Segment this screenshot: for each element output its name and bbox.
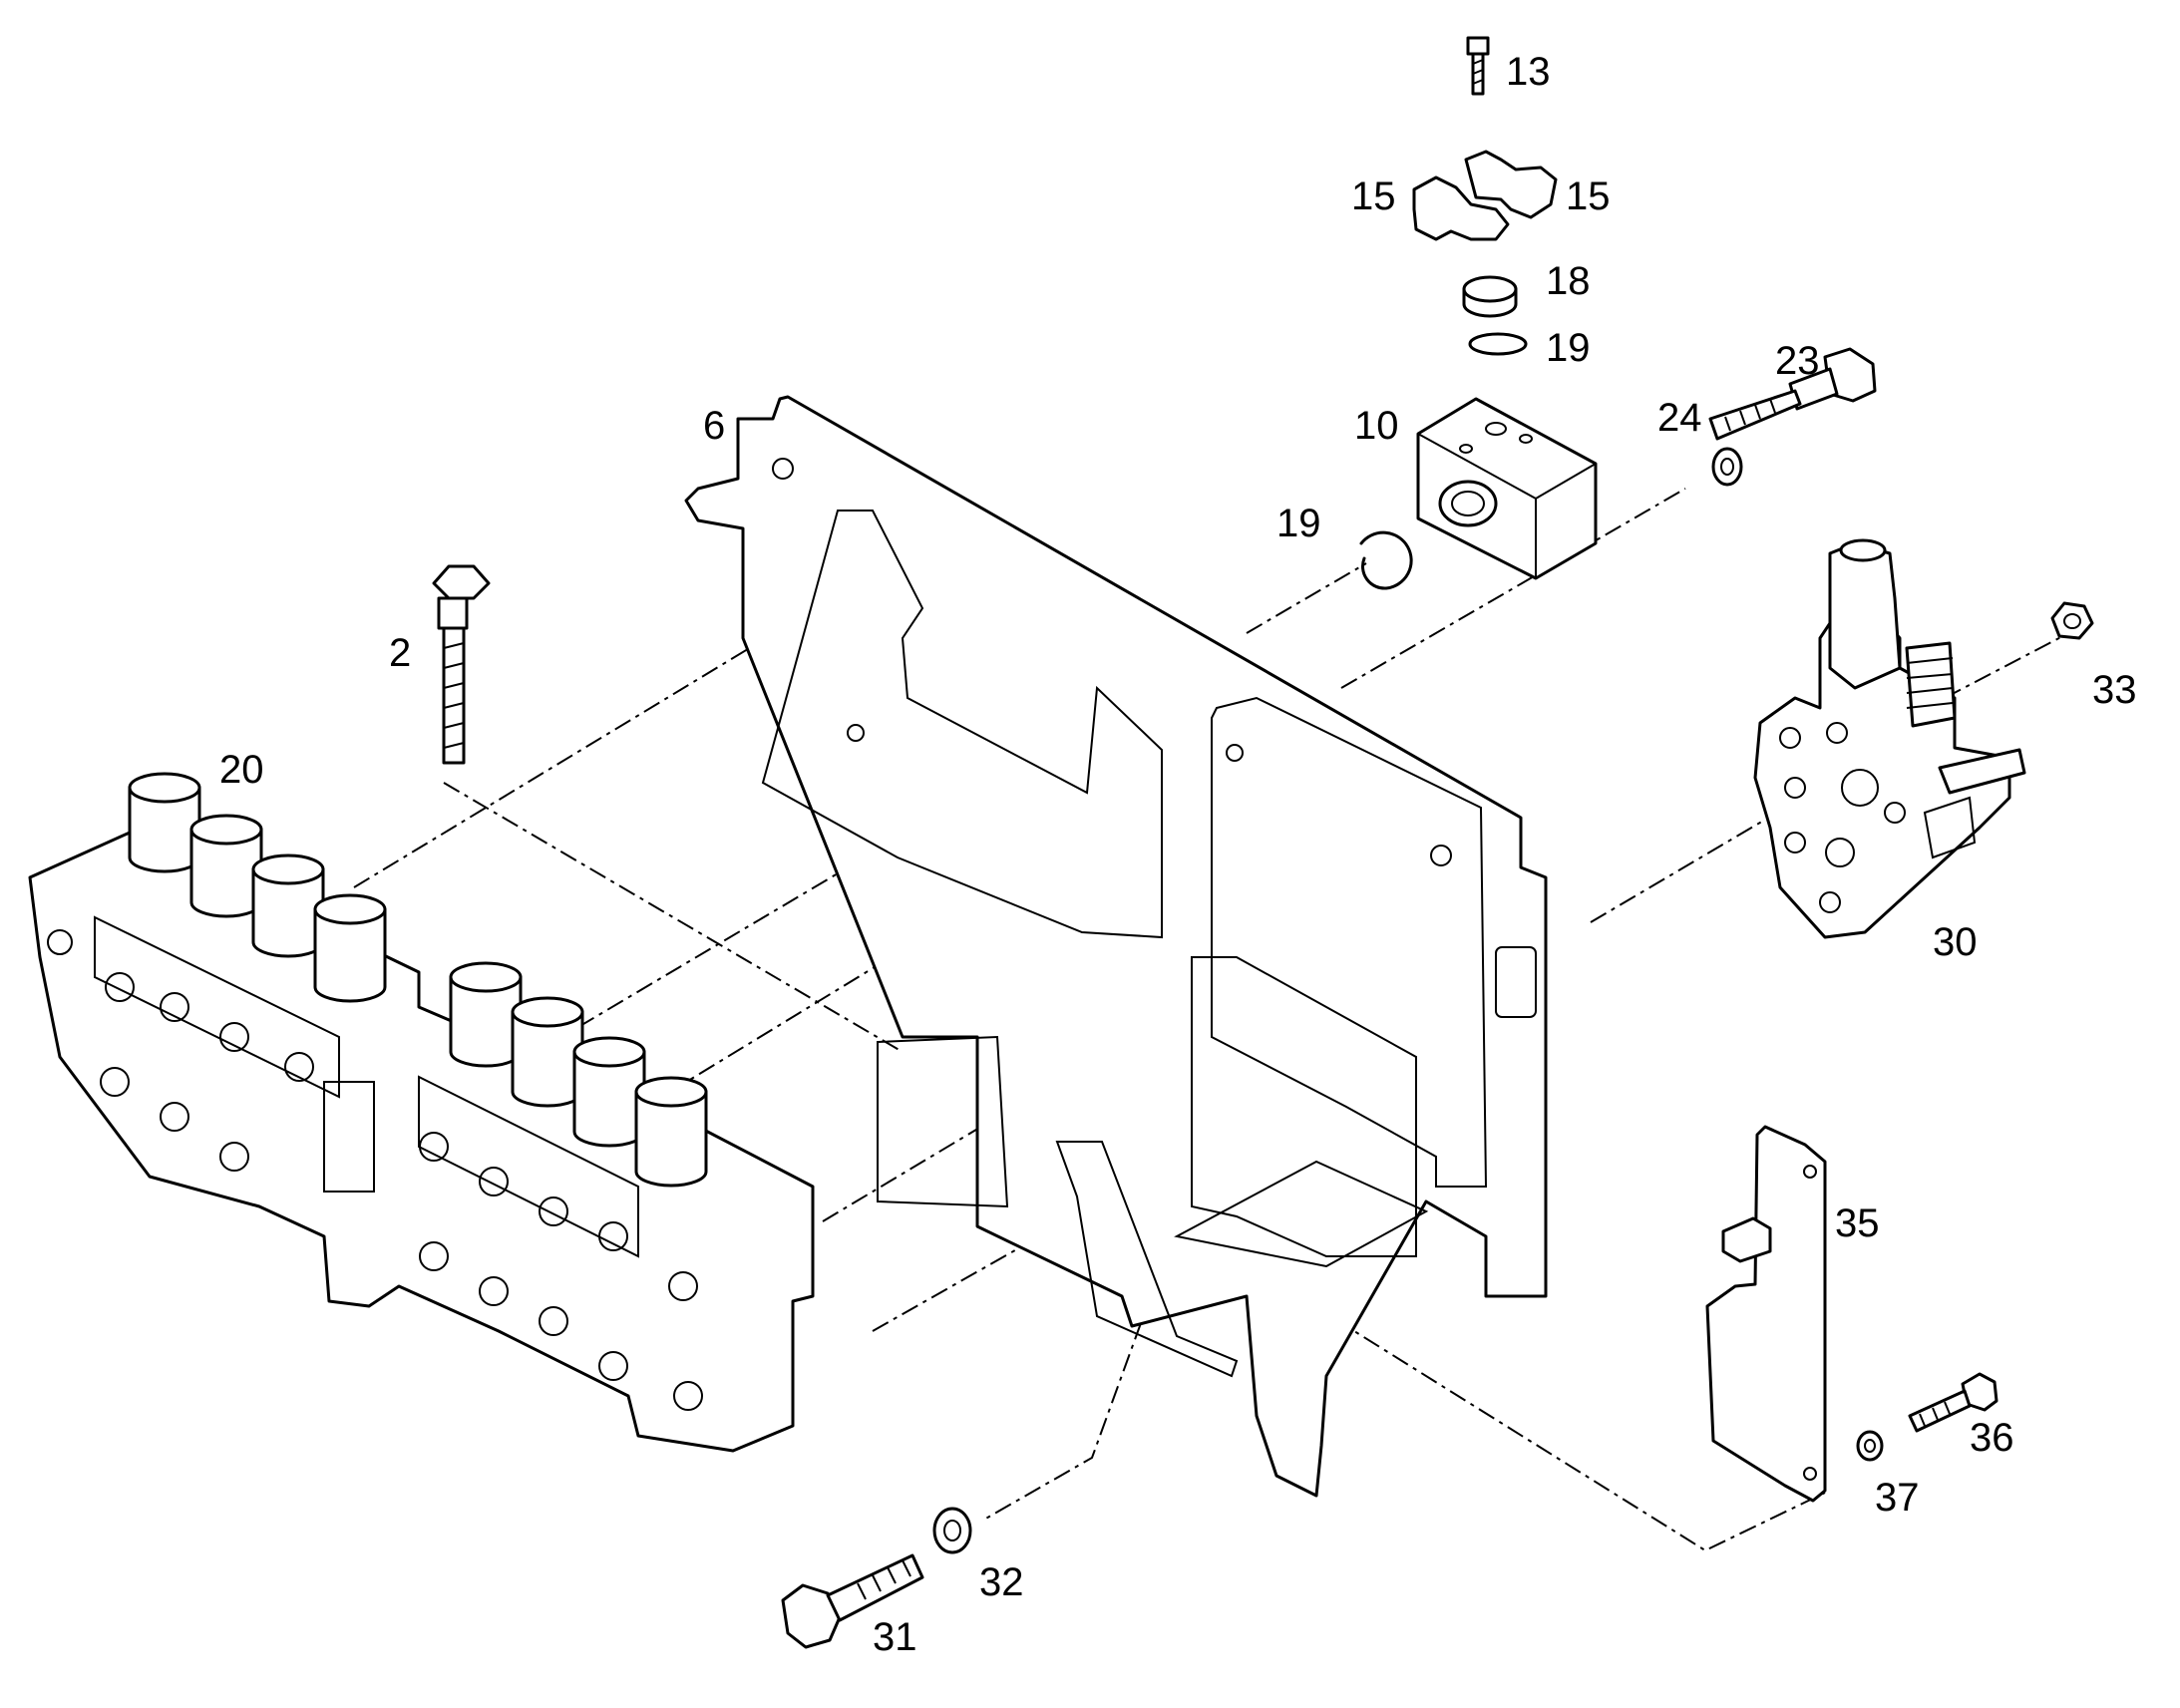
- bolt-31: [781, 1553, 924, 1649]
- washer-37: [1856, 1430, 1884, 1462]
- callout-37: 37: [1875, 1476, 1920, 1520]
- callout-30: 30: [1933, 920, 1978, 964]
- bolt-23: [1708, 347, 1877, 441]
- nut-33: [2050, 601, 2094, 640]
- small-screw: [1466, 36, 1490, 96]
- support-frame: [684, 395, 1548, 1498]
- callout-18: 18: [1546, 259, 1591, 303]
- plug: [1462, 275, 1518, 318]
- o-ring-top: [1468, 332, 1528, 356]
- callout-19-top: 19: [1546, 326, 1591, 370]
- callout-10: 10: [1354, 404, 1399, 448]
- valve-ports: [47, 929, 703, 1411]
- callout-32: 32: [979, 1560, 1024, 1604]
- callout-35: 35: [1835, 1201, 1880, 1245]
- callout-labels: 13 15 15 18 19 10 23 24 6 19 2 20 33 30 …: [219, 50, 2137, 1659]
- callout-33: 33: [2092, 668, 2137, 712]
- flange-block: [1416, 397, 1598, 580]
- callout-19-side: 19: [1276, 502, 1321, 545]
- clamp-halves: [1412, 150, 1558, 241]
- callout-2: 2: [389, 631, 411, 675]
- control-valve-block: [28, 772, 815, 1453]
- callout-31: 31: [873, 1615, 917, 1659]
- o-ring-side: [1359, 530, 1413, 590]
- solenoid-coils: [128, 772, 708, 1188]
- cover-plate: [1705, 1125, 1827, 1503]
- washer-24: [1711, 447, 1743, 487]
- callout-6: 6: [703, 404, 725, 448]
- callout-13: 13: [1506, 50, 1551, 94]
- callout-15-left: 15: [1351, 174, 1396, 218]
- valve-section: [1753, 538, 2026, 939]
- callout-15-right: 15: [1566, 174, 1611, 218]
- washer-32: [932, 1507, 972, 1554]
- callout-36: 36: [1970, 1416, 2014, 1460]
- callout-24: 24: [1657, 396, 1702, 440]
- callout-23: 23: [1775, 339, 1820, 383]
- callout-20: 20: [219, 748, 264, 792]
- long-bolt: [432, 564, 491, 765]
- bolt-36: [1908, 1372, 1998, 1433]
